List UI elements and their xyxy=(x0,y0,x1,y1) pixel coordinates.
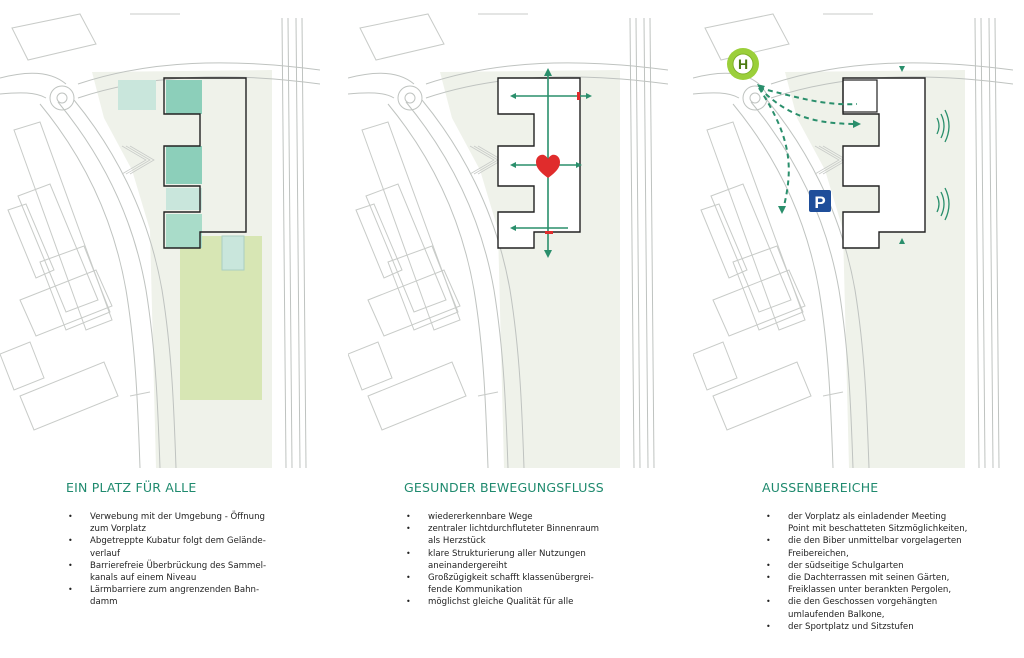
bullet-text: Abgetreppte Kubatur folgt dem Gelände- xyxy=(90,536,266,547)
bullet-text: umlaufenden Balkone, xyxy=(788,609,885,620)
bullet-dot: • xyxy=(766,536,771,546)
bus-stop-label: H xyxy=(738,56,748,72)
bullet-text: wiedererkennbare Wege xyxy=(428,512,533,522)
bullet-text: damm xyxy=(90,597,118,608)
list-item: • Lärmbarriere zum angrenzenden Bahn-damm xyxy=(68,584,266,608)
bullet-text: verlauf xyxy=(90,548,121,559)
bullet-text: Freibereichen, xyxy=(788,548,849,559)
list-item: • die Dachterrassen mit seinen Gärten,Fre… xyxy=(766,572,967,596)
site-plan-map xyxy=(0,13,320,469)
list-item: • wiedererkennbare Wege xyxy=(406,511,599,523)
bullet-dot: • xyxy=(766,621,771,631)
site-plan-map: H P xyxy=(693,13,1013,469)
bullet-text: Lärmbarriere zum angrenzenden Bahn- xyxy=(90,585,260,596)
building-inner-box xyxy=(842,79,878,113)
arrow-heads xyxy=(510,68,592,258)
triangle-marker-icon xyxy=(899,238,905,244)
bullet-text: zentraler lichtdurchfluteter Binnenraum xyxy=(428,524,600,535)
bullet-text: Barrierefreie Überbrückung des Sammel- xyxy=(90,560,267,571)
heading-aussenbereiche: AUSSENBEREICHE xyxy=(762,480,879,495)
list-item: • Barrierefreie Überbrückung des Sammel-k… xyxy=(68,560,267,584)
sound-wave-icon xyxy=(936,109,950,143)
bullet-text: Verwebung mit der Umgebung - Öffnung xyxy=(90,512,266,522)
bullet-text: der südseitige Schulgarten xyxy=(788,560,904,571)
bullet-text: der Vorplatz als einladender Meeting xyxy=(788,512,947,522)
list-item: • Großzügigkeit schafft klassenübergrei-f… xyxy=(406,572,599,596)
heading-platz: EIN PLATZ FÜR ALLE xyxy=(66,480,197,495)
building-outline xyxy=(163,77,247,249)
bullet-dot: • xyxy=(766,560,771,570)
building-outline xyxy=(842,77,926,249)
bullet-dot: • xyxy=(406,512,411,521)
bullet-dot: • xyxy=(406,548,411,558)
bullet-dot: • xyxy=(68,585,73,595)
bullet-list-platz: • Verwebung mit der Umgebung - Öffnung zum… xyxy=(68,511,267,609)
bullet-dot: • xyxy=(68,560,73,570)
garden-building xyxy=(221,235,245,271)
bullet-dot: • xyxy=(68,512,73,521)
bullet-text: der Sportplatz und Sitzstufen xyxy=(788,621,914,632)
block-light-top xyxy=(118,80,156,110)
bullet-text: zum Vorplatz xyxy=(90,524,147,535)
bullet-text: als Herzstück xyxy=(428,536,486,547)
block-teal-2 xyxy=(166,146,202,184)
arrow-heads xyxy=(757,84,861,214)
heading-bewegungsfluss: GESUNDER BEWEGUNGSFLUSS xyxy=(404,480,604,495)
list-item: • Abgetreppte Kubatur folgt dem Gelände-v… xyxy=(68,535,266,559)
bullet-text: fende Kommunikation xyxy=(428,585,523,596)
bullet-dot: • xyxy=(766,512,771,521)
block-teal-3 xyxy=(166,214,202,248)
bullet-list-bewegungsfluss: • wiedererkennbare Wege • zentraler lichtd… xyxy=(406,511,600,609)
bullet-text: klare Strukturierung aller Nutzungen xyxy=(428,548,586,559)
bus-stop-icon: H xyxy=(727,48,759,80)
panel-aussenbereiche: H P AUSSENBER xyxy=(693,0,1013,658)
block-teal-1 xyxy=(166,80,202,114)
site-plan-map xyxy=(348,13,668,469)
bullet-dot: • xyxy=(406,597,411,607)
block-light-mid xyxy=(166,188,202,210)
bullet-text: kanals auf einem Niveau xyxy=(90,573,197,584)
parking-icon: P xyxy=(809,190,831,212)
garden-area xyxy=(180,236,262,400)
bullet-text: möglichst gleiche Qualität für alle xyxy=(428,597,574,608)
bullet-text: aneinandergereiht xyxy=(428,560,508,571)
bullet-text: die den Biber unmittelbar vorgelagerten xyxy=(788,536,962,547)
bullet-dot: • xyxy=(68,536,73,546)
bullet-dot: • xyxy=(766,573,771,583)
list-item: • möglichst gleiche Qualität für alle xyxy=(406,596,599,608)
bullet-text: Point mit beschatteten Sitzmöglichkeiten… xyxy=(788,524,968,535)
bullet-text: die Dachterrassen mit seinen Gärten, xyxy=(788,573,950,584)
bullet-dot: • xyxy=(766,597,771,607)
list-item: • der südseitige Schulgarten xyxy=(766,560,967,572)
panel-platz: EIN PLATZ FÜR ALLE • Verwebung mit der Um… xyxy=(0,0,320,658)
list-item: • Verwebung mit der Umgebung - Öffnung zum… xyxy=(68,511,266,535)
list-item: • die den Biber unmittelbar vorgelagerten… xyxy=(766,535,967,559)
bullet-text: Großzügigkeit schafft klassenübergrei- xyxy=(428,573,594,584)
access-arrows xyxy=(758,87,858,211)
list-item: • zentraler lichtdurchfluteter Binnenraum… xyxy=(406,523,600,547)
panel-bewegungsfluss: GESUNDER BEWEGUNGSFLUSS • wiedererkennbar… xyxy=(348,0,668,658)
entrance-marker xyxy=(545,231,553,234)
triangle-marker-icon xyxy=(899,66,905,72)
sound-wave-icon xyxy=(936,187,950,221)
list-item: • der Sportplatz und Sitzstufen xyxy=(766,621,967,633)
bullet-dot: • xyxy=(406,573,411,583)
heart-icon xyxy=(536,154,560,178)
bullet-text: die den Geschossen vorgehängten xyxy=(788,597,938,608)
bullet-dot: • xyxy=(406,524,411,534)
entrance-marker xyxy=(577,92,580,100)
parking-label: P xyxy=(814,193,825,212)
bullet-text: Freiklassen unter berankten Pergolen, xyxy=(788,585,952,596)
